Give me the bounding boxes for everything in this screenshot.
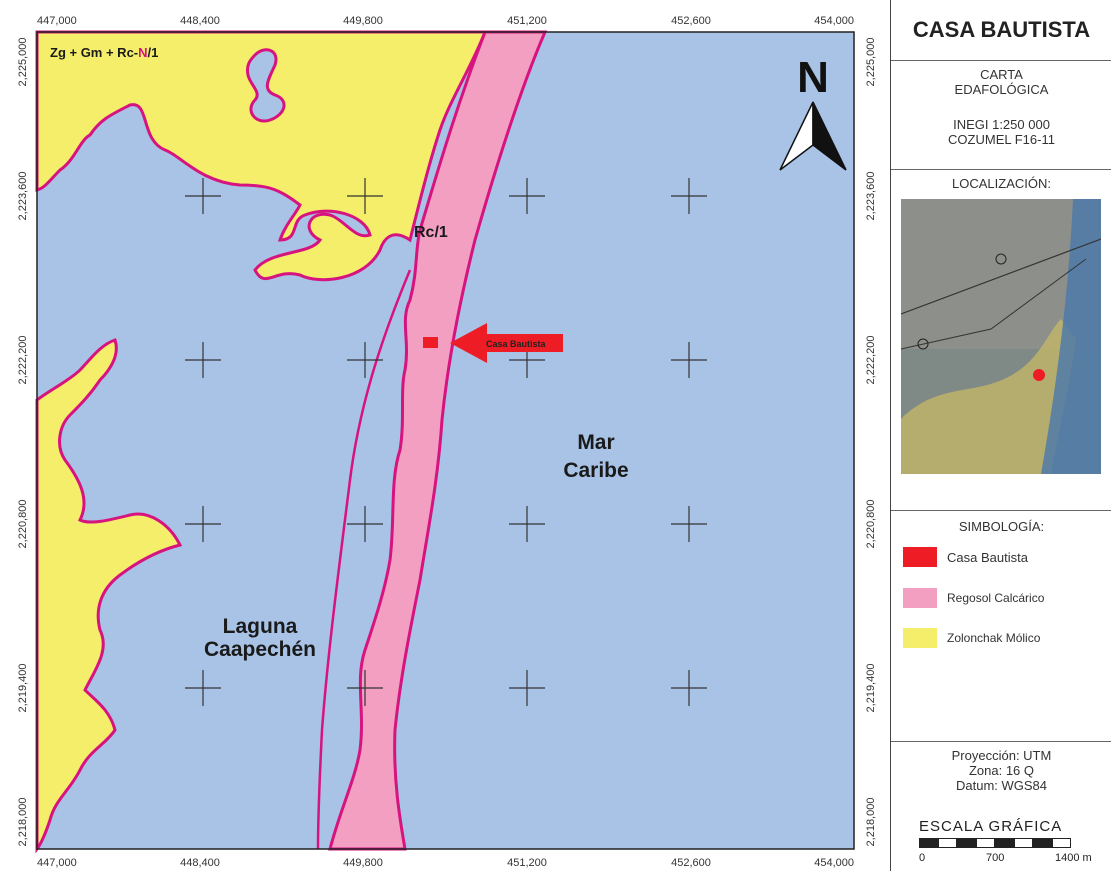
cozumel-text: COZUMEL F16-11 bbox=[948, 132, 1055, 147]
x-coord-bottom: 454,000 bbox=[814, 857, 854, 869]
y-coord-left: 2,225,000 bbox=[17, 38, 29, 87]
source-section: CARTA EDAFOLÓGICA INEGI 1:250 000 COZUME… bbox=[891, 61, 1111, 170]
y-coord-right: 2,223,600 bbox=[865, 172, 877, 221]
y-coord-left: 2,222,200 bbox=[17, 336, 29, 385]
sea-label-2: Caribe bbox=[563, 459, 628, 482]
y-coord-left: 2,218,000 bbox=[17, 798, 29, 847]
y-coord-right: 2,219,400 bbox=[865, 664, 877, 713]
legend-swatch bbox=[903, 628, 937, 648]
graticule bbox=[185, 178, 707, 706]
soil-unit-label: Zg + Gm + Rc-N/1 bbox=[50, 45, 158, 60]
sea-label-1: Mar bbox=[577, 431, 614, 454]
x-coord-top: 448,400 bbox=[180, 15, 220, 27]
y-coord-left: 2,223,600 bbox=[17, 172, 29, 221]
escala-title: ESCALA GRÁFICA bbox=[919, 818, 1063, 835]
proyeccion-text: Proyección: UTM bbox=[951, 748, 1052, 763]
x-coord-top: 449,800 bbox=[343, 15, 383, 27]
y-coord-right: 2,222,200 bbox=[865, 336, 877, 385]
edafologica-text: EDAFOLÓGICA bbox=[954, 82, 1049, 97]
legend-item-regosol: Regosol Calcárico bbox=[903, 588, 1044, 608]
x-coord-top: 447,000 bbox=[37, 15, 77, 27]
y-coord-right: 2,225,000 bbox=[865, 38, 877, 87]
zolonchak-land-north bbox=[35, 30, 488, 282]
legend-label: Zolonchak Mólico bbox=[947, 631, 1041, 645]
scale-bar bbox=[919, 838, 1071, 848]
legend-label: Regosol Calcárico bbox=[947, 591, 1045, 605]
legend-section: SIMBOLOGÍA: Casa Bautista Regosol Calcár… bbox=[891, 511, 1111, 742]
inegi-text: INEGI 1:250 000 bbox=[953, 117, 1050, 132]
map-title: CASA BAUTISTA bbox=[912, 17, 1091, 42]
localizacion-title: LOCALIZACIÓN: bbox=[952, 176, 1051, 191]
map-canvas: Casa Bautista N Zg + Gm + Rc-N/1 Rc/1 La… bbox=[17, 15, 877, 869]
map-border bbox=[36, 31, 855, 850]
zolonchak-hook bbox=[246, 48, 286, 123]
x-coord-bottom: 452,600 bbox=[671, 857, 711, 869]
map-sidebar: CASA BAUTISTA CARTA EDAFOLÓGICA INEGI 1:… bbox=[890, 0, 1111, 871]
datum-text: Datum: WGS84 bbox=[955, 778, 1048, 793]
lagoon-label-2: Caapechén bbox=[204, 638, 316, 661]
zolonchak-land-west bbox=[35, 338, 183, 854]
y-coord-right: 2,220,800 bbox=[865, 500, 877, 549]
x-coord-top: 454,000 bbox=[814, 15, 854, 27]
scale-tick: 1400 m bbox=[1055, 852, 1092, 864]
x-coord-bottom: 451,200 bbox=[507, 857, 547, 869]
projection-section: Proyección: UTM Zona: 16 Q Datum: WGS84 … bbox=[891, 742, 1111, 871]
x-coord-top: 452,600 bbox=[671, 15, 711, 27]
x-coord-bottom: 447,000 bbox=[37, 857, 77, 869]
location-inset-image bbox=[901, 199, 1101, 474]
legend-item-casa: Casa Bautista bbox=[903, 547, 1028, 567]
north-label: N bbox=[797, 53, 829, 102]
scale-tick: 0 bbox=[919, 852, 926, 864]
y-coord-right: 2,218,000 bbox=[865, 798, 877, 847]
legend-swatch bbox=[903, 547, 937, 567]
casa-marker[interactable] bbox=[423, 337, 438, 348]
legend-swatch bbox=[903, 588, 937, 608]
legend-item-zolonchak: Zolonchak Mólico bbox=[903, 628, 1040, 648]
x-coord-bottom: 448,400 bbox=[180, 857, 220, 869]
regosol-strip bbox=[328, 30, 548, 851]
location-section: LOCALIZACIÓN: bbox=[891, 170, 1111, 511]
y-coord-left: 2,220,800 bbox=[17, 500, 29, 549]
simbologia-title: SIMBOLOGÍA: bbox=[958, 519, 1045, 534]
casa-arrow bbox=[450, 323, 563, 363]
carta-text: CARTA bbox=[980, 67, 1023, 82]
map-area[interactable]: Casa Bautista N Zg + Gm + Rc-N/1 Rc/1 La… bbox=[0, 0, 890, 871]
scale-tick: 700 bbox=[986, 852, 1005, 864]
north-arrow-icon: N bbox=[779, 53, 847, 171]
x-coord-bottom: 449,800 bbox=[343, 857, 383, 869]
title-section: CASA BAUTISTA bbox=[891, 0, 1111, 61]
zona-text: Zona: 16 Q bbox=[968, 763, 1035, 778]
legend-label: Casa Bautista bbox=[947, 549, 1028, 565]
lagoon-label-1: Laguna bbox=[223, 615, 298, 638]
y-coord-left: 2,219,400 bbox=[17, 664, 29, 713]
arrow-label: Casa Bautista bbox=[486, 339, 547, 349]
x-coord-top: 451,200 bbox=[507, 15, 547, 27]
rc-label: Rc/1 bbox=[414, 224, 448, 241]
